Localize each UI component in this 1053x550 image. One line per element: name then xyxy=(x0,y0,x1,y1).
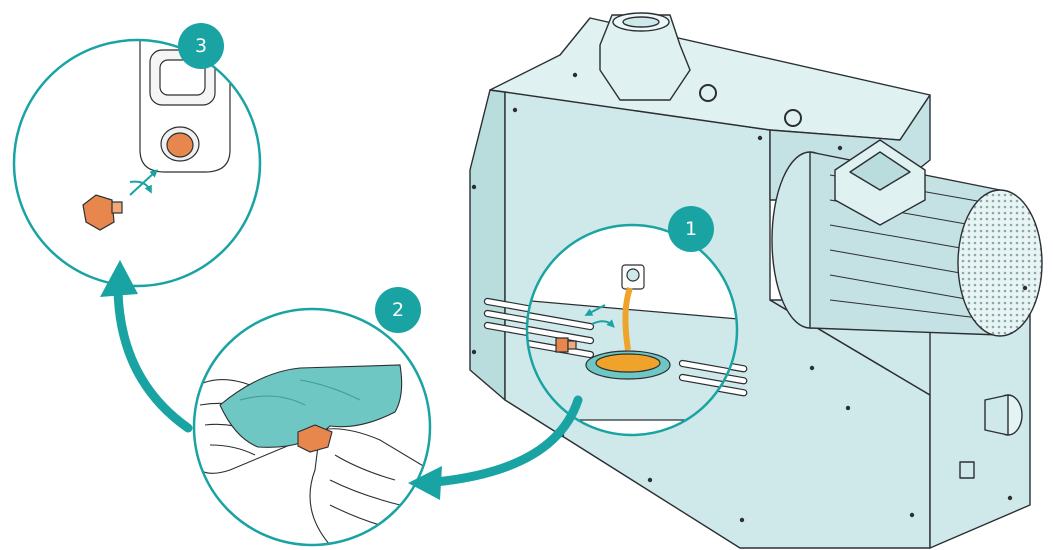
step-2-callout: 2 xyxy=(190,287,430,545)
electric-motor xyxy=(772,140,1042,336)
step-3-callout: 3 xyxy=(14,23,260,286)
step-1-number: 1 xyxy=(685,218,697,240)
motor-fan-cover xyxy=(958,190,1042,336)
step-2-number: 2 xyxy=(392,299,404,321)
oil-drain-icon xyxy=(622,265,644,289)
step-3-number: 3 xyxy=(195,35,207,57)
